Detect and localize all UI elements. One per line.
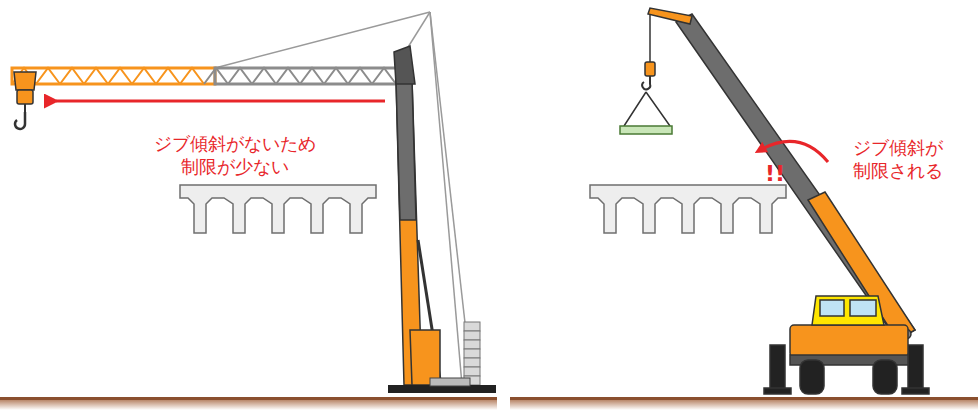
lattice-jib	[252, 68, 276, 84]
reach-arrow	[56, 100, 385, 103]
lattice-jib	[372, 68, 396, 84]
warning-mark: !!	[765, 160, 785, 189]
lattice-jib	[348, 68, 372, 84]
lattice-jib	[324, 68, 348, 84]
hook-and-load	[642, 76, 650, 89]
ground	[0, 397, 978, 410]
crane-carrier	[770, 345, 785, 391]
trolley-hook	[24, 104, 26, 112]
crane-carrier	[820, 300, 844, 316]
callout-text: ジブ傾斜が 制限される	[848, 136, 949, 183]
girder-section	[590, 185, 786, 233]
crane-carrier	[902, 388, 929, 394]
lattice-jib	[276, 68, 300, 84]
crane-carrier	[764, 296, 929, 394]
crane-mast	[394, 46, 415, 84]
crane-carrier	[800, 360, 824, 394]
crane-mast	[394, 46, 440, 385]
restriction-arrow	[760, 141, 828, 162]
ground	[0, 400, 497, 410]
lattice-jib	[180, 68, 204, 84]
crane-carrier	[850, 300, 876, 316]
crane-mast	[410, 330, 440, 385]
lattice-jib	[300, 68, 324, 84]
lattice-jib	[215, 68, 400, 84]
ground	[0, 397, 497, 400]
lattice-jib	[132, 68, 156, 84]
crawler-base	[388, 378, 496, 393]
crane-carrier	[873, 360, 897, 394]
lattice-jib	[228, 68, 252, 84]
crane-carrier	[764, 388, 791, 394]
hook-and-load	[649, 14, 651, 62]
crane-carrier	[812, 296, 884, 325]
hook-and-load	[620, 126, 672, 134]
callout-text: ジブ傾斜がないため 制限が少ない	[150, 132, 319, 179]
lattice-jib	[108, 68, 132, 84]
telescopic-boom	[648, 8, 692, 24]
telescopic-boom	[808, 192, 915, 340]
girder-section	[180, 185, 376, 233]
crane-mast	[396, 80, 416, 220]
trolley-hook	[15, 112, 25, 129]
crane-carrier	[908, 345, 923, 391]
hook-and-load	[645, 62, 655, 76]
lattice-jib	[12, 68, 400, 84]
girder-section	[180, 185, 786, 233]
crawler-base	[430, 378, 470, 386]
pendant-lines	[430, 12, 462, 385]
trolley-hook	[14, 72, 36, 129]
lattice-jib	[204, 68, 228, 84]
hook-and-load	[624, 92, 670, 126]
counterweight	[464, 322, 480, 385]
lattice-jib	[84, 68, 108, 84]
crane-carrier	[790, 325, 908, 357]
trolley-hook	[14, 72, 36, 90]
lattice-jib	[12, 68, 215, 84]
counterweight	[464, 358, 480, 367]
counterweight	[464, 367, 480, 376]
lattice-jib	[156, 68, 180, 84]
counterweight	[464, 349, 480, 358]
counterweight	[464, 322, 480, 331]
lattice-jib	[60, 68, 84, 84]
ground	[510, 400, 978, 410]
counterweight	[464, 331, 480, 340]
counterweight	[464, 340, 480, 349]
hook-and-load	[620, 14, 672, 134]
ground	[510, 397, 978, 400]
lattice-jib	[36, 68, 60, 84]
trolley-hook	[17, 90, 33, 104]
